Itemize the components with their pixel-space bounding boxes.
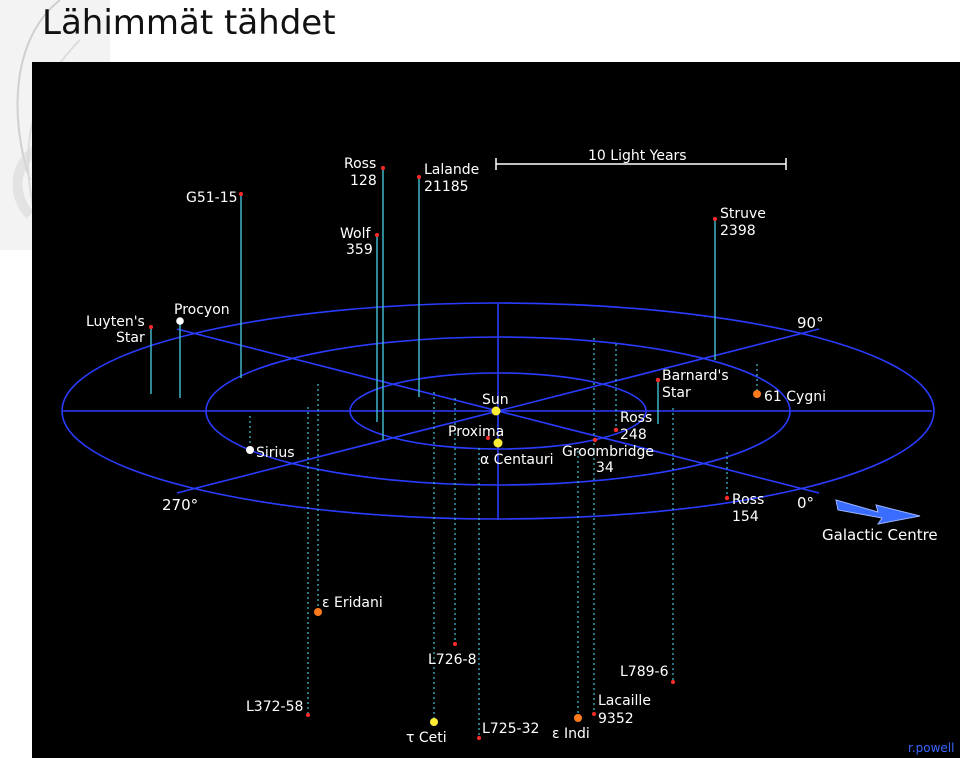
star-l789-6 <box>671 680 675 684</box>
nearest-stars-map: 10 Light Years 90° 270° 0° Galactic Cent… <box>32 62 960 758</box>
galactic-plane-grid <box>61 302 935 520</box>
label-groombridge-34-line1: Groombridge <box>562 444 654 460</box>
star-groombridge-34 <box>592 437 598 443</box>
label-lalande-line1: Lalande <box>424 162 479 178</box>
label-ross-154-line1: Ross <box>732 492 764 508</box>
star-proxima <box>486 436 490 440</box>
scale-bar <box>495 158 787 170</box>
star-markers <box>149 166 761 740</box>
star-l372-58 <box>306 713 310 717</box>
label-lalande-line2: 21185 <box>424 179 469 195</box>
angle-label-0: 0° <box>797 494 814 512</box>
label-tau-ceti: τ Ceti <box>406 730 447 746</box>
label-groombridge-34-line2: 34 <box>596 460 614 476</box>
star-wolf-359 <box>375 233 379 237</box>
star-sirius <box>246 446 254 454</box>
label-alpha-centauri: α Centauri <box>480 452 554 468</box>
star-procyon <box>176 317 184 325</box>
star-l725-32 <box>477 736 481 740</box>
label-ross-248-line1: Ross <box>620 410 652 426</box>
star-map-panel: 10 Light Years 90° 270° 0° Galactic Cent… <box>32 62 960 758</box>
star-struve-2398 <box>713 217 717 221</box>
star-sun <box>491 406 501 416</box>
label-struve-2398-line1: Struve <box>720 206 766 222</box>
star-ross-128 <box>381 166 385 170</box>
star-lacaille-9352 <box>592 712 596 716</box>
label-barnards-star-line1: Barnard's <box>662 368 729 384</box>
star-lalande-21185 <box>417 175 421 179</box>
label-l726-8: L726-8 <box>428 652 476 668</box>
label-ross-248-line2: 248 <box>620 427 647 443</box>
star-stems-below <box>249 338 758 738</box>
star-ross-248 <box>613 427 619 433</box>
star-tau-ceti <box>430 718 438 726</box>
star-eps-indi <box>574 714 582 722</box>
label-luytens-star-line1: Luyten's <box>86 314 145 330</box>
label-sirius: Sirius <box>256 445 295 461</box>
star-barnards-star <box>655 377 661 383</box>
label-sun: Sun <box>482 392 509 408</box>
angle-label-90: 90° <box>797 314 824 332</box>
label-wolf-359-line2: 359 <box>346 242 373 258</box>
label-struve-2398-line2: 2398 <box>720 223 756 239</box>
label-lacaille-9352-line2: 9352 <box>598 711 634 727</box>
label-ross-128-line2: 128 <box>350 173 377 189</box>
label-proxima: Proxima <box>448 424 504 440</box>
label-eps-eridani: ε Eridani <box>322 595 383 611</box>
star-g51-15 <box>239 192 243 196</box>
image-credit: r.powell <box>908 741 954 755</box>
star-ross-154 <box>724 495 730 501</box>
label-eps-indi: ε Indi <box>552 726 590 742</box>
label-l725-32: L725-32 <box>482 721 539 737</box>
label-procyon: Procyon <box>174 302 230 318</box>
label-barnards-star-line2: Star <box>662 385 691 401</box>
star-eps-eridani <box>314 608 322 616</box>
label-ross-128-line1: Ross <box>344 156 376 172</box>
scale-bar-label: 10 Light Years <box>588 148 687 164</box>
label-g51-15: G51-15 <box>186 190 238 206</box>
label-l372-58: L372-58 <box>246 699 303 715</box>
galactic-centre-label: Galactic Centre <box>822 526 938 544</box>
label-wolf-359-line1: Wolf <box>340 226 371 242</box>
label-l789-6: L789-6 <box>620 664 669 680</box>
star-stems-above <box>150 168 716 440</box>
label-luytens-star-line2: Star <box>116 330 145 346</box>
star-61-cygni <box>753 390 761 398</box>
angle-label-270: 270° <box>162 496 198 514</box>
star-alpha-centauri <box>493 438 503 448</box>
star-labels: Sun Proxima α Centauri Barnard's Star 61… <box>86 156 826 746</box>
galactic-centre-arrow-icon <box>835 499 921 525</box>
label-ross-154-line2: 154 <box>732 509 759 525</box>
label-lacaille-9352-line1: Lacaille <box>598 693 651 709</box>
star-l726-8 <box>453 642 457 646</box>
star-luytens-star <box>149 325 153 329</box>
label-61-cygni: 61 Cygni <box>764 389 826 405</box>
slide-title: Lähimmät tähdet <box>42 3 336 43</box>
